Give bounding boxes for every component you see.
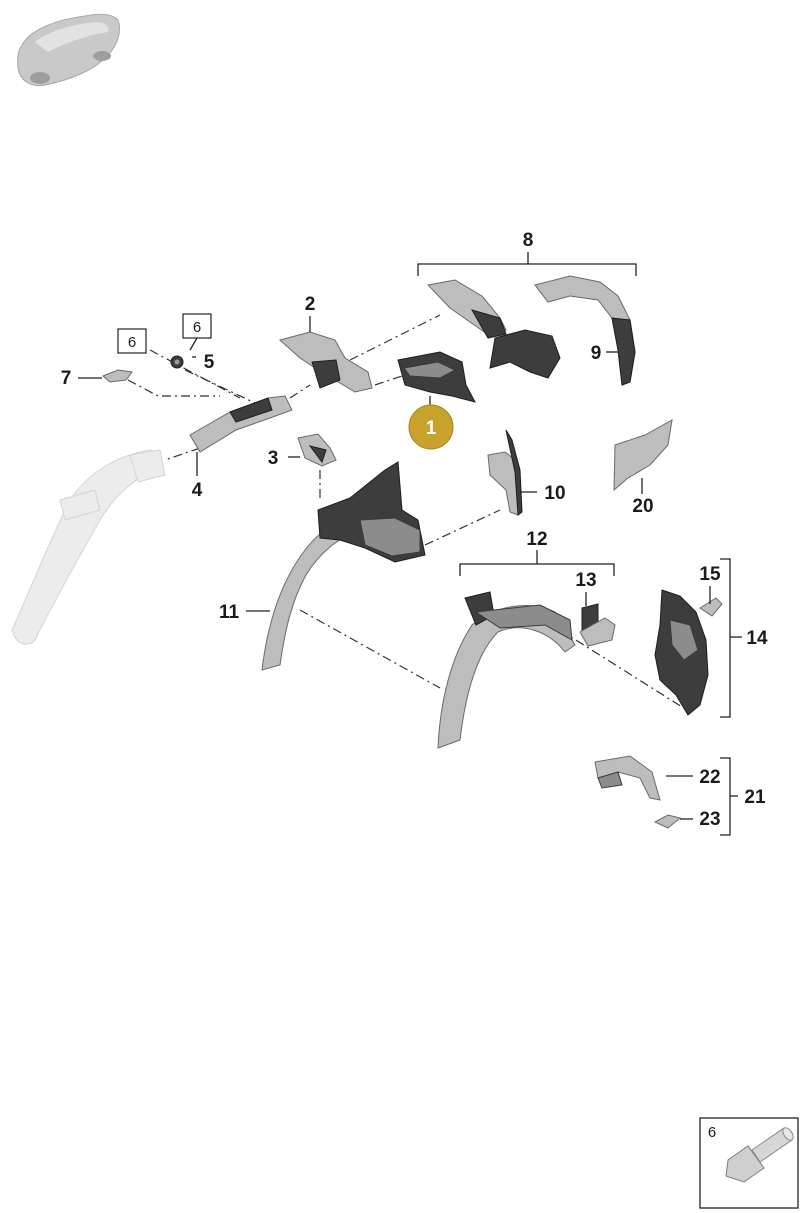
part-8-lower[interactable] (489, 329, 561, 379)
callout-22[interactable]: 22 (699, 767, 720, 788)
part-8-upper[interactable] (426, 279, 507, 339)
callout-7[interactable]: 7 (61, 368, 72, 389)
part-10[interactable] (487, 429, 523, 516)
callout-5[interactable]: 5 (204, 352, 215, 373)
part-9[interactable] (534, 275, 636, 386)
callout-6b-box[interactable]: 6 (182, 313, 212, 339)
callout-6a-label: 6 (128, 334, 136, 351)
callout-11[interactable]: 11 (219, 602, 240, 623)
part-1[interactable] (397, 351, 476, 403)
part-4[interactable] (189, 395, 293, 453)
callout-6b-label: 6 (193, 319, 201, 336)
callout-23[interactable]: 23 (699, 809, 720, 830)
part-11[interactable] (261, 461, 426, 671)
part-14[interactable] (654, 589, 709, 716)
callout-20[interactable]: 20 (632, 496, 653, 517)
part-5[interactable] (170, 355, 184, 369)
callout-2[interactable]: 2 (305, 294, 316, 315)
part-23[interactable] (653, 814, 682, 829)
car-thumbnail-icon[interactable] (17, 13, 121, 87)
detail-box-6[interactable]: 6 (699, 1117, 799, 1209)
part-22[interactable] (594, 755, 661, 801)
callout-3[interactable]: 3 (268, 448, 279, 469)
leader-lines (78, 252, 742, 836)
part-15[interactable] (699, 597, 723, 617)
part-13[interactable] (579, 603, 616, 647)
part-3[interactable] (297, 433, 337, 467)
callout-4[interactable]: 4 (192, 480, 203, 501)
callout-13[interactable]: 13 (575, 570, 596, 591)
ghost-body-structure (11, 449, 166, 645)
part-12[interactable] (437, 591, 576, 749)
bolt-icon (725, 1127, 794, 1183)
callout-14[interactable]: 14 (746, 628, 768, 649)
detail-box-label: 6 (708, 1124, 716, 1141)
highlight-callout-1[interactable]: 1 (408, 404, 454, 450)
part-7[interactable] (102, 369, 133, 383)
callout-6a-box[interactable]: 6 (117, 328, 147, 354)
part-2[interactable] (278, 331, 373, 393)
callout-21[interactable]: 21 (744, 787, 766, 808)
callout-1-label: 1 (426, 418, 437, 439)
callout-10[interactable]: 10 (544, 483, 565, 504)
callout-12[interactable]: 12 (526, 529, 547, 550)
part-20[interactable] (613, 419, 673, 492)
callout-8[interactable]: 8 (523, 230, 534, 251)
callout-15[interactable]: 15 (699, 564, 721, 585)
callout-9[interactable]: 9 (591, 343, 602, 364)
